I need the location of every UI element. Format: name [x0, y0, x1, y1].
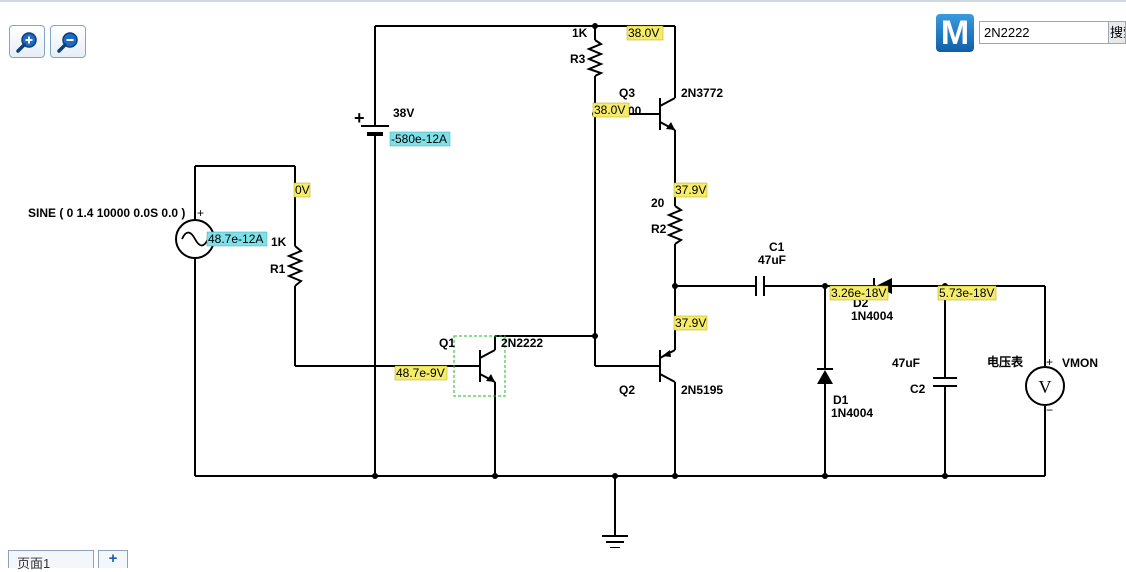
- resistor-r1[interactable]: [286, 245, 304, 287]
- probe-q3-base-text: 38.0V: [594, 103, 625, 117]
- q3-extra: 00: [628, 104, 642, 118]
- schematic-canvas[interactable]: + SINE ( 0 1.4 10000 0.0S 0.0 ) + 38V 1K…: [0, 0, 1126, 548]
- source-label: SINE ( 0 1.4 10000 0.0S 0.0 ): [28, 206, 185, 220]
- c1-value: 47uF: [758, 253, 786, 267]
- battery-value: 38V: [393, 106, 414, 120]
- resistor-r2[interactable]: [666, 205, 684, 245]
- zoom-out-icon: [57, 32, 78, 53]
- probe-q2-collector-text: 37.9V: [675, 316, 706, 330]
- probe-battery-current[interactable]: -580e-12A: [389, 131, 451, 147]
- r3-value: 1K: [572, 26, 588, 40]
- transistor-q1[interactable]: [479, 349, 496, 383]
- q3-model: 2N3772: [681, 86, 723, 100]
- r2-value: 20: [651, 196, 665, 210]
- zoom-in-icon: [16, 32, 37, 53]
- c2-value: 47uF: [892, 356, 920, 370]
- battery-plus-sign: +: [354, 108, 365, 128]
- search-button[interactable]: 搜索: [1108, 21, 1126, 44]
- add-page-button[interactable]: +: [98, 550, 128, 568]
- probe-top-rail-text: 38.0V: [628, 26, 659, 40]
- probe-q1-base-text: 48.7e-9V: [396, 366, 445, 380]
- top-border: [0, 0, 1126, 2]
- probe-q3-base[interactable]: 38.0V: [592, 102, 630, 118]
- voltmeter-label: 电压表: [987, 354, 1024, 369]
- probe-top-rail[interactable]: 38.0V: [626, 25, 664, 41]
- probe-source-current-text: 48.7e-12A: [208, 232, 263, 246]
- q3-name: Q3: [619, 86, 635, 100]
- probe-0v[interactable]: 0V: [293, 182, 311, 198]
- d1-name: D1: [833, 393, 849, 407]
- voltmeter-symbol: V: [1039, 377, 1052, 397]
- probe-c1-output-text: 3.26e-18V: [831, 286, 886, 300]
- battery[interactable]: [361, 112, 389, 140]
- d1-model: 1N4004: [831, 406, 873, 420]
- q1-name: Q1: [439, 336, 455, 350]
- voltmeter-minus: −: [1046, 403, 1053, 417]
- zoom-in-button[interactable]: [9, 25, 45, 58]
- r1-value: 1K: [271, 235, 287, 249]
- voltmeter-name: VMON: [1062, 356, 1098, 370]
- capacitor-c2[interactable]: [933, 377, 957, 387]
- voltmeter[interactable]: [1025, 366, 1065, 406]
- r1-name: R1: [270, 262, 286, 276]
- q2-model: 2N5195: [681, 383, 723, 397]
- diode-d1[interactable]: [817, 368, 833, 384]
- r3-name: R3: [570, 52, 586, 66]
- d2-model: 1N4004: [851, 309, 893, 323]
- q1-model: 2N2222: [501, 336, 543, 350]
- probe-0v-text: 0V: [295, 183, 310, 197]
- voltmeter-plus: +: [1046, 355, 1053, 369]
- probe-c1-output[interactable]: 3.26e-18V: [829, 285, 889, 301]
- c2-name: C2: [910, 382, 926, 396]
- probe-q2-collector[interactable]: 37.9V: [673, 315, 708, 331]
- q1-selection-box: [453, 335, 506, 397]
- search-input[interactable]: [979, 21, 1109, 44]
- zoom-out-button[interactable]: [50, 25, 86, 58]
- probe-q3-emitter[interactable]: 37.9V: [673, 182, 708, 198]
- capacitor-c1[interactable]: [755, 276, 765, 296]
- probe-battery-current-text: -580e-12A: [391, 132, 447, 146]
- c1-name: C1: [769, 240, 785, 254]
- transistor-q3[interactable]: [659, 97, 676, 131]
- app-logo: M: [936, 14, 974, 52]
- probe-source-current[interactable]: 48.7e-12A: [206, 231, 268, 247]
- resistor-r3[interactable]: [586, 39, 604, 77]
- probe-c2[interactable]: 5.73e-18V: [937, 285, 997, 301]
- r2-name: R2: [651, 222, 667, 236]
- probe-q1-base[interactable]: 48.7e-9V: [394, 365, 448, 381]
- q2-name: Q2: [619, 383, 635, 397]
- probe-q3-emitter-text: 37.9V: [675, 183, 706, 197]
- ground-symbol[interactable]: [602, 535, 628, 548]
- transistor-q2[interactable]: [659, 349, 676, 383]
- probe-c2-text: 5.73e-18V: [939, 286, 994, 300]
- source-plus-sign: +: [197, 206, 204, 220]
- tab-page-1[interactable]: 页面1: [8, 550, 94, 571]
